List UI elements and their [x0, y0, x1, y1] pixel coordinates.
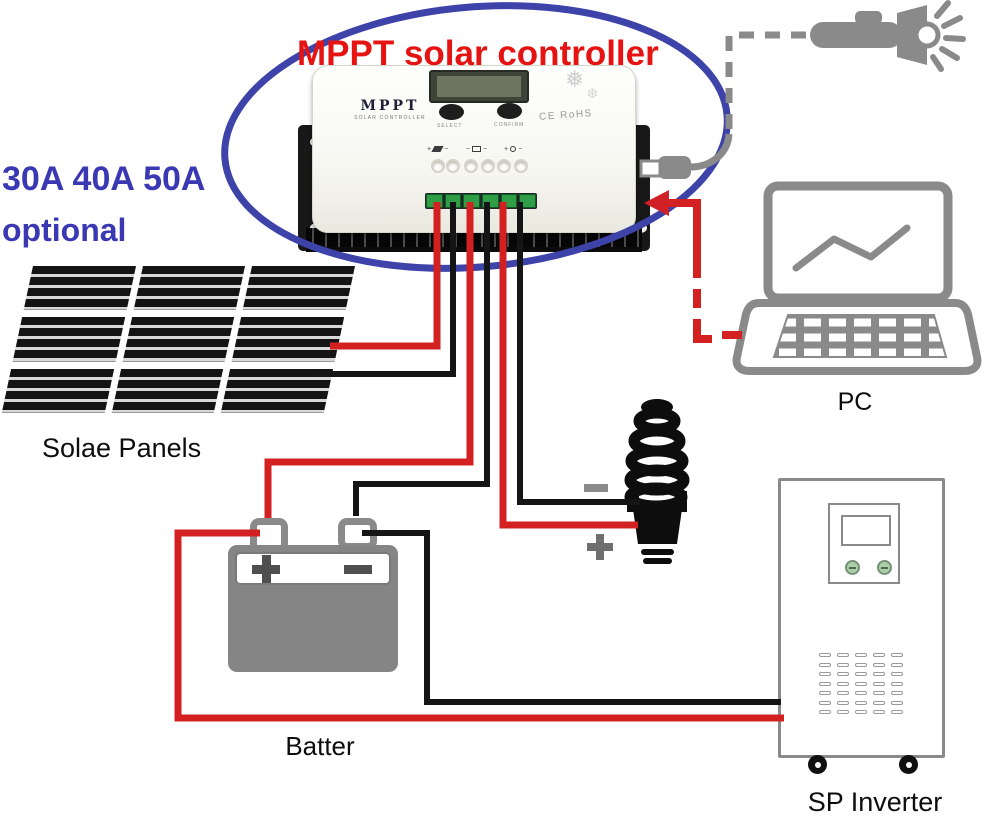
port-hole — [464, 159, 478, 173]
rating-line-2: optional — [2, 212, 127, 248]
minus-mark: − — [444, 145, 449, 153]
plus-mark: + — [504, 145, 509, 153]
inverter-control-panel — [828, 503, 900, 584]
terminal-block — [426, 194, 443, 208]
minus-mark: − — [483, 145, 488, 153]
port-hole — [431, 159, 445, 173]
load-plus-icon — [587, 534, 613, 560]
lcd-display — [429, 70, 529, 103]
lamp-icon — [510, 146, 517, 152]
battery-minus-icon — [344, 565, 372, 574]
battery-icon — [472, 146, 482, 152]
terminal-block — [444, 194, 462, 208]
solar-panel-cell — [243, 266, 355, 310]
battery-terminal-marks: − − — [466, 144, 504, 154]
rating-line-1: 30A 40A 50A — [2, 160, 206, 198]
battery-label: Batter — [285, 731, 355, 761]
cfl-bulb-icon — [624, 399, 690, 564]
solar-panel-cell — [23, 266, 136, 310]
terminal-block — [500, 194, 518, 208]
solar-panel-cell — [111, 368, 224, 412]
rs232-arrow — [644, 190, 742, 343]
inverter-knob[interactable] — [877, 560, 892, 575]
solar-panel-cell — [133, 266, 246, 310]
confirm-button-label: CONFIRM — [494, 122, 525, 128]
pc-laptop-icon — [732, 181, 982, 375]
terminal-block — [519, 194, 537, 208]
solar-panel-cell — [221, 368, 334, 412]
wire-inverter-black — [362, 530, 781, 705]
flashlight-icon — [810, 0, 966, 72]
caster-wheel-icon — [808, 755, 827, 774]
terminal-block — [463, 194, 481, 208]
minus-mark: − — [518, 145, 523, 153]
brand-logo: MPPT — [360, 98, 420, 114]
minus-mark: − — [466, 145, 471, 153]
inverter-display — [841, 515, 891, 546]
solar-panel-array — [1, 266, 355, 412]
pc-label: PC — [837, 388, 873, 416]
port-hole — [481, 159, 495, 173]
keyboard — [772, 314, 948, 358]
inverter-knob[interactable] — [845, 560, 860, 575]
load-terminal-marks: + − — [504, 144, 538, 154]
confirm-button[interactable] — [497, 103, 522, 119]
solar-panel-icon — [431, 146, 444, 152]
battery-plus-icon — [252, 555, 280, 583]
solar-panel-cell — [1, 368, 114, 412]
mppt-controller: MPPT SOLAR CONTROLLER SELECT CONFIRM CE … — [296, 55, 654, 260]
terminal-block — [482, 194, 499, 208]
snowflake-decor-icon: ❆ — [587, 86, 598, 101]
select-button[interactable] — [439, 104, 464, 120]
solar-panel-cell — [122, 317, 235, 361]
usb-cable — [639, 31, 806, 179]
load-minus-icon — [584, 484, 608, 492]
battery — [228, 514, 398, 676]
brand-block: MPPT SOLAR CONTROLLER — [345, 98, 435, 121]
solar-panels-label: Solae Panels — [42, 433, 202, 463]
inverter-label: SP Inverter — [807, 787, 943, 817]
port-hole — [497, 159, 511, 173]
ce-rohs-mark: CE RoHS — [538, 108, 594, 123]
pv-terminal-marks: + − — [427, 144, 467, 154]
vent-grid — [819, 653, 911, 721]
controller-body: MPPT SOLAR CONTROLLER SELECT CONFIRM CE … — [312, 65, 636, 233]
diagram-title: MPPT solar controller — [297, 34, 659, 73]
terminal-strip — [425, 193, 537, 209]
port-hole — [446, 159, 460, 173]
solar-panel-cell — [232, 317, 345, 361]
brand-subtitle: SOLAR CONTROLLER — [354, 115, 426, 121]
caster-wheel-icon — [899, 755, 918, 774]
port-hole — [514, 159, 528, 173]
sp-inverter — [778, 478, 945, 774]
solar-panel-cell — [12, 317, 125, 361]
select-button-label: SELECT — [437, 123, 463, 129]
